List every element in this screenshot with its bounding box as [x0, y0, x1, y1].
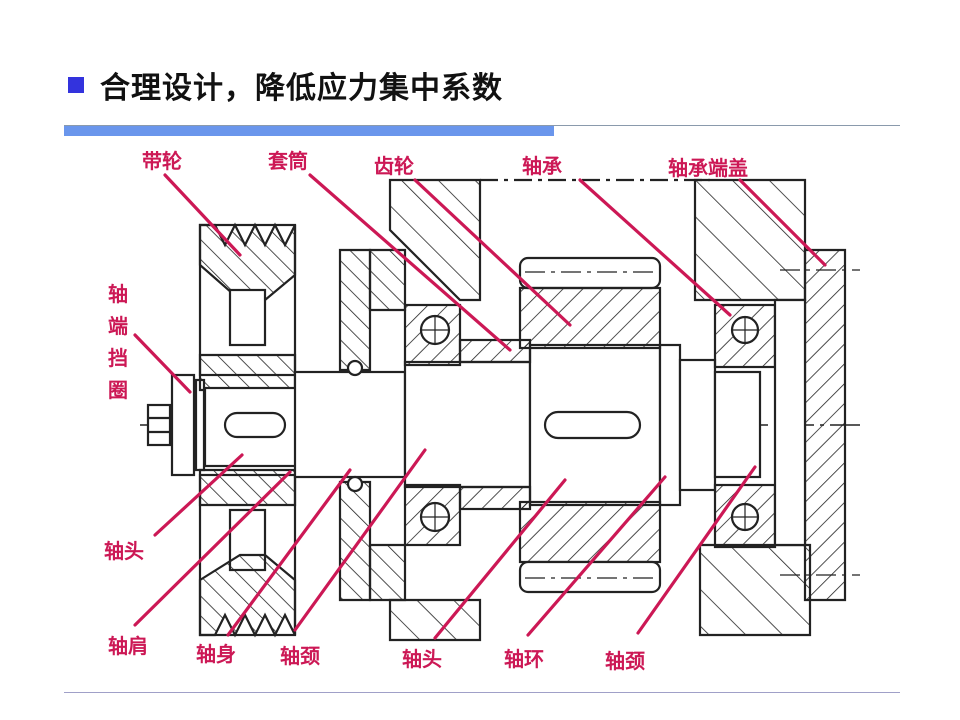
label-shaft-collar: 轴环: [504, 647, 544, 671]
sleeve-bottom: [458, 485, 532, 511]
leader-gear: [413, 178, 572, 327]
leader-bearing-cover: [738, 178, 827, 267]
label-shaft-shoulder: 轴肩: [108, 634, 148, 658]
leader-bearing: [578, 178, 732, 317]
drawing-lines: [140, 178, 860, 642]
leader-shaft-body: [226, 468, 352, 637]
sleeve-top: [458, 338, 532, 364]
leader-lines: [133, 173, 827, 640]
bearing-end-cover: [773, 248, 860, 602]
title-divider-line: [64, 125, 900, 126]
left-keyway: [223, 411, 287, 439]
label-shaft-head-left: 轴头: [104, 539, 144, 563]
slide-title: 合理设计，降低应力集中系数: [100, 71, 503, 106]
leader-shaft-collar: [526, 475, 667, 637]
label-sleeve: 套筒: [268, 149, 308, 173]
label-journal-right: 轴颈: [605, 649, 645, 673]
shaft: [203, 343, 762, 507]
label-shaft-end-retainer: 轴端挡圈: [108, 282, 128, 402]
label-bearing-cover: 轴承端盖: [668, 156, 748, 180]
label-journal-left: 轴颈: [280, 644, 320, 668]
leader-journal-right: [636, 465, 757, 635]
leader-pulley: [163, 173, 242, 257]
leader-shaft-end-retainer: [133, 333, 192, 394]
left-bearing: [403, 303, 462, 547]
shaft-end-retainer: [146, 373, 206, 477]
slide-title-row: 合理设计，降低应力集中系数: [68, 60, 503, 110]
pulley: [198, 222, 297, 638]
leader-shaft-shoulder: [133, 470, 292, 627]
label-gear: 齿轮: [374, 154, 414, 178]
label-pulley: 带轮: [142, 149, 182, 173]
title-accent-bar: [64, 126, 554, 136]
leader-sleeve: [308, 173, 512, 352]
label-bearing: 轴承: [522, 154, 562, 178]
leader-journal-left: [293, 448, 427, 632]
label-shaft-head-right: 轴头: [402, 647, 442, 671]
footer-divider-line: [64, 692, 900, 693]
leader-shaft-head-right: [433, 478, 567, 640]
leader-shaft-head-left: [153, 453, 244, 537]
square-bullet-icon: [68, 77, 84, 93]
right-keyway: [543, 410, 642, 440]
right-bearing: [713, 303, 777, 549]
label-shaft-body: 轴身: [196, 642, 236, 666]
